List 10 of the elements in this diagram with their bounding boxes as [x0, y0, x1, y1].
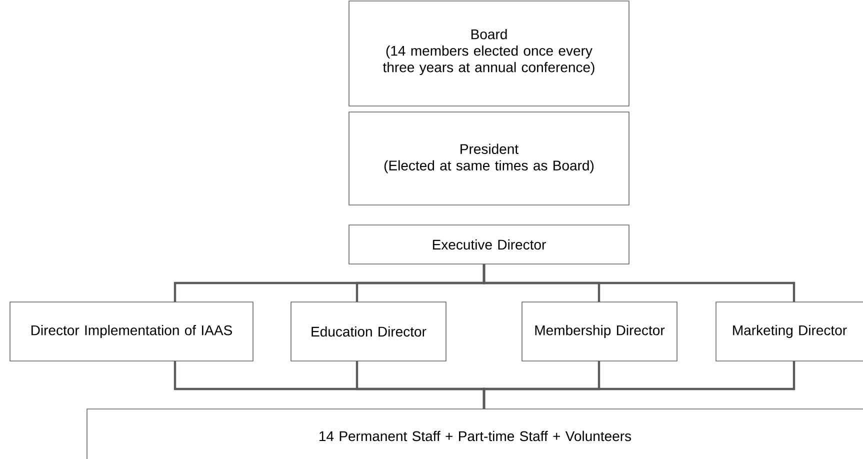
org-box: President (Elected at same times as Board)	[348, 112, 630, 206]
org-box: Membership Director	[522, 302, 678, 362]
connector-line	[482, 264, 796, 302]
org-box: Board (14 members elected once every three years at annual conference)	[348, 0, 630, 106]
org-box: Executive Director	[348, 224, 630, 264]
org-box: 14 Permanent Staff + Part-time Staff + Volunteers	[86, 408, 863, 459]
org-box: Director Implementation of IAAS	[10, 302, 254, 362]
org-box: Education Director	[290, 302, 446, 362]
org-box: Marketing Director	[716, 302, 863, 362]
connector-line	[482, 361, 796, 409]
